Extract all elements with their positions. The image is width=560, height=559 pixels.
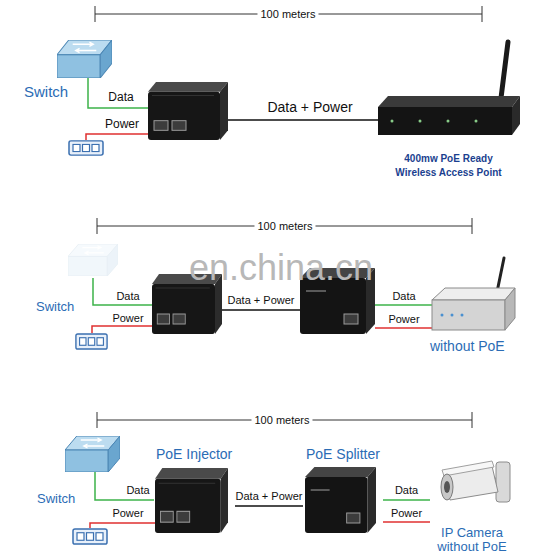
power-wire bbox=[375, 327, 432, 329]
injector-device: PoE Injector bbox=[154, 446, 235, 534]
access-point bbox=[378, 42, 520, 135]
cable-connector bbox=[122, 499, 154, 501]
wire-label: Data + Power bbox=[228, 294, 295, 307]
cable-label: Data bbox=[394, 484, 419, 497]
ip-camera bbox=[441, 461, 510, 502]
data-wire bbox=[375, 304, 432, 306]
dimension-line bbox=[95, 6, 482, 22]
switch-device: Switch bbox=[20, 36, 116, 102]
wire-label: Data bbox=[392, 290, 415, 303]
wireless-router bbox=[432, 258, 515, 330]
dimension-label: 100 meters bbox=[257, 8, 318, 21]
power-wire bbox=[92, 326, 152, 333]
data-power-wire bbox=[228, 119, 378, 120]
wire-label: Power bbox=[388, 313, 419, 326]
power-outlet bbox=[69, 141, 103, 155]
dimension-line bbox=[97, 412, 472, 428]
device-label: PoE Injector bbox=[156, 446, 232, 462]
data-wire bbox=[93, 278, 152, 305]
camera-device: IP Camera without PoE bbox=[430, 456, 515, 555]
data-wire bbox=[88, 78, 148, 108]
wire-label: Data bbox=[108, 91, 133, 105]
cable-connector bbox=[383, 521, 430, 523]
cable-label: Power bbox=[390, 507, 423, 520]
wire-label: Power bbox=[112, 312, 143, 325]
power-wire bbox=[86, 134, 148, 140]
poe-splitter bbox=[305, 467, 376, 533]
data-power-wire bbox=[222, 309, 300, 310]
cable-connector bbox=[383, 499, 430, 501]
device-label: 400mw PoE Ready Wireless Access Point bbox=[386, 152, 511, 180]
dimension-line bbox=[97, 218, 472, 234]
switch-icon bbox=[68, 244, 118, 276]
power-wire bbox=[90, 523, 155, 528]
access-point-device: 400mw PoE Ready Wireless Access Point bbox=[375, 36, 523, 182]
device-label: Switch bbox=[36, 299, 74, 314]
wire-label: Data bbox=[116, 290, 139, 303]
data-wire bbox=[95, 472, 122, 500]
switch-device: Switch bbox=[30, 240, 120, 316]
device-label: Switch bbox=[37, 491, 75, 506]
cable-label: Data bbox=[125, 484, 150, 497]
poe-injector bbox=[148, 82, 228, 140]
wire-label: Data + Power bbox=[267, 99, 352, 115]
device-label: Switch bbox=[24, 83, 68, 100]
dimension-label: 100 meters bbox=[254, 220, 315, 233]
watermark: en.china.cn bbox=[189, 247, 373, 288]
switch-icon bbox=[57, 40, 112, 78]
splitter-device: PoE Splitter bbox=[303, 446, 383, 534]
switch-icon bbox=[65, 436, 120, 472]
router-device: without PoE bbox=[425, 255, 520, 355]
switch-device: Switch bbox=[30, 436, 122, 508]
dimension-label: 100 meters bbox=[251, 414, 312, 427]
device-label: without PoE bbox=[430, 338, 505, 354]
power-outlet bbox=[76, 334, 107, 349]
power-outlet bbox=[73, 529, 107, 544]
cable-label: Data + Power bbox=[235, 490, 304, 503]
wire-label: Power bbox=[112, 507, 143, 520]
device-label: PoE Splitter bbox=[306, 446, 380, 462]
cable-connector bbox=[235, 505, 303, 507]
poe-injector bbox=[155, 468, 228, 533]
wire-label: Power bbox=[105, 118, 139, 132]
device-label: IP Camera without PoE bbox=[431, 526, 513, 554]
